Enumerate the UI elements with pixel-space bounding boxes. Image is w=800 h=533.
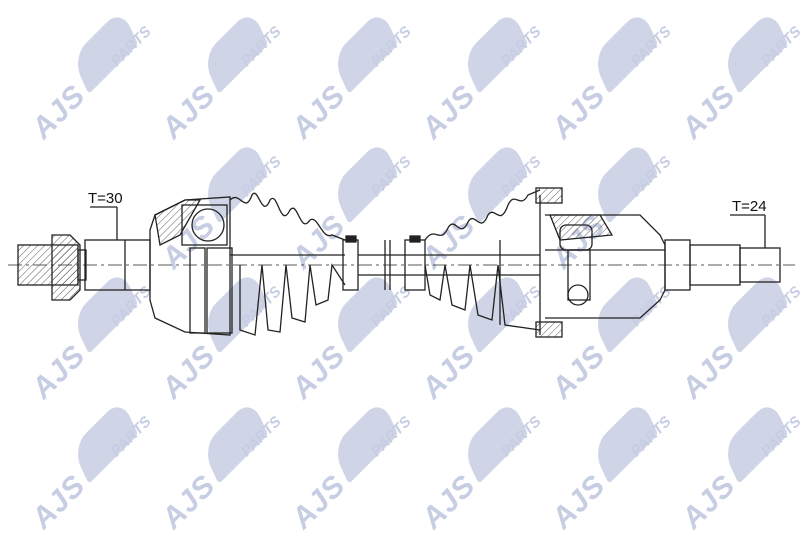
left-spline-label: T=30 (88, 190, 123, 207)
right-stub (664, 214, 781, 291)
shaft-bar (358, 240, 540, 290)
right-spline-label: T=24 (732, 198, 767, 215)
outer-cv-joint (149, 196, 233, 336)
inner-boot (404, 189, 541, 331)
left-hub (17, 234, 87, 301)
inner-joint (535, 187, 666, 338)
left-stub (84, 206, 151, 291)
outer-boot (229, 192, 359, 336)
